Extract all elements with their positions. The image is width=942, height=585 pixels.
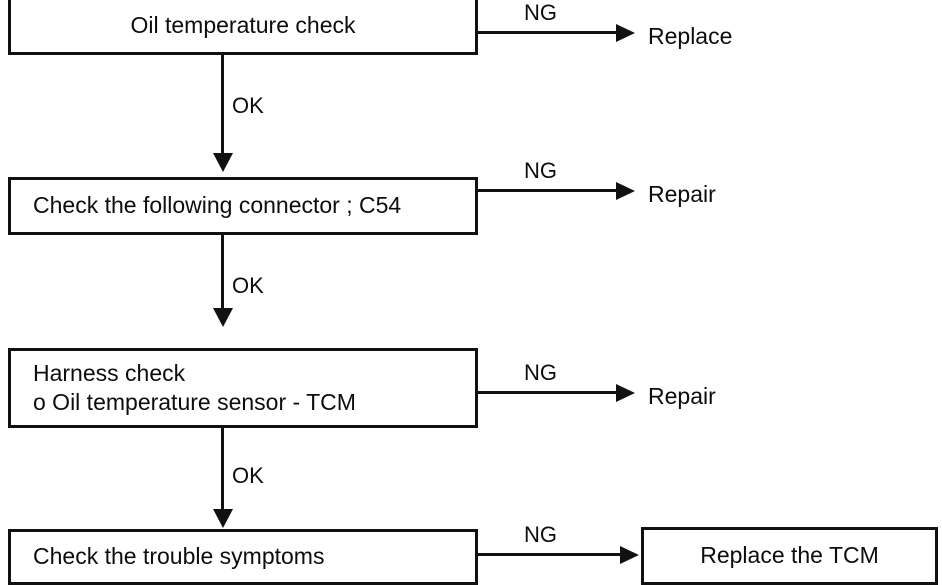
flow-line-ok-1 bbox=[221, 55, 224, 155]
flow-arrowhead-ok-3 bbox=[213, 509, 233, 528]
process-box-oil-temperature-check[interactable]: Oil temperature check bbox=[8, 0, 478, 55]
process-box-label: Check the trouble symptoms bbox=[33, 543, 325, 570]
process-box-label: Oil temperature check bbox=[130, 11, 356, 38]
terminal-box-replace-the-tcm[interactable]: Replace the TCM bbox=[641, 527, 938, 585]
edge-label-ok-2: OK bbox=[232, 273, 264, 298]
edge-label-ng-4: NG bbox=[524, 522, 557, 547]
process-box-label-line-2: o Oil temperature sensor - TCM bbox=[33, 389, 356, 415]
process-box-check-trouble-symptoms[interactable]: Check the trouble symptoms bbox=[8, 529, 478, 585]
edge-label-ok-3: OK bbox=[232, 463, 264, 488]
branch-line-ng-3 bbox=[478, 391, 622, 394]
edge-label-ng-2: NG bbox=[524, 158, 557, 183]
branch-line-ng-1 bbox=[478, 31, 622, 34]
flow-line-ok-3 bbox=[221, 428, 224, 511]
edge-label-ok-1: OK bbox=[232, 93, 264, 118]
branch-arrowhead-ng-2 bbox=[616, 182, 635, 200]
terminal-repair-3: Repair bbox=[648, 383, 716, 409]
process-box-label: Check the following connector ; C54 bbox=[33, 192, 402, 219]
flow-arrowhead-ok-1 bbox=[213, 153, 233, 172]
edge-label-ng-3: NG bbox=[524, 360, 557, 385]
branch-line-ng-2 bbox=[478, 189, 622, 192]
terminal-repair-2: Repair bbox=[648, 181, 716, 207]
branch-line-ng-4 bbox=[478, 553, 622, 556]
branch-arrowhead-ng-1 bbox=[616, 24, 635, 42]
flow-line-ok-2 bbox=[221, 235, 224, 310]
flow-arrowhead-ok-2 bbox=[213, 308, 233, 327]
terminal-box-label: Replace the TCM bbox=[700, 542, 879, 569]
branch-arrowhead-ng-4 bbox=[620, 546, 639, 564]
terminal-replace-1: Replace bbox=[648, 23, 733, 49]
edge-label-ng-1: NG bbox=[524, 0, 557, 25]
process-box-harness-check[interactable]: Harness check o Oil temperature sensor -… bbox=[8, 348, 478, 428]
process-box-check-connector[interactable]: Check the following connector ; C54 bbox=[8, 177, 478, 235]
branch-arrowhead-ng-3 bbox=[616, 384, 635, 402]
process-box-label-line-1: Harness check bbox=[33, 359, 186, 386]
